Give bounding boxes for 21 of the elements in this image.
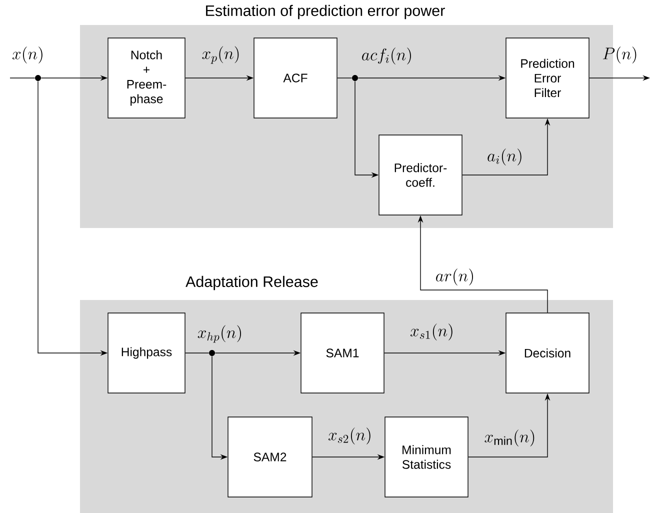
signal-label: $x_{s1}(n)$ (410, 324, 452, 340)
signal-label: $x_{hp}(n)$ (198, 325, 241, 343)
signal-label: $x_{s2}(n)$ (328, 428, 370, 444)
signal-label: $P(n)$ (602, 46, 636, 64)
block-box: SAM1 (300, 312, 384, 394)
block-box: Prediction Error Filter (506, 38, 590, 118)
signal-label: $acf_i(n)$ (362, 48, 411, 64)
block-box: Predictor- coeff. (378, 134, 462, 216)
block-box: Minimum Statistics (384, 416, 468, 498)
block-box: Notch + Preem- phase (108, 38, 186, 118)
block-box: Decision (506, 312, 590, 394)
block-box: ACF (254, 38, 338, 118)
block-box: Highpass (108, 312, 186, 394)
signal-label: $x_{\min}(n)$ (484, 430, 534, 446)
group-title: Adaptation Release (186, 276, 318, 290)
signal-label: $a_i(n)$ (488, 148, 522, 166)
signal-label: $x_p(n)$ (202, 46, 239, 64)
signal-label: $ar(n)$ (436, 268, 473, 286)
group-title: Estimation of prediction error power (206, 4, 445, 20)
signal-label: $x(n)$ (12, 46, 42, 64)
block-box: SAM2 (228, 416, 312, 498)
